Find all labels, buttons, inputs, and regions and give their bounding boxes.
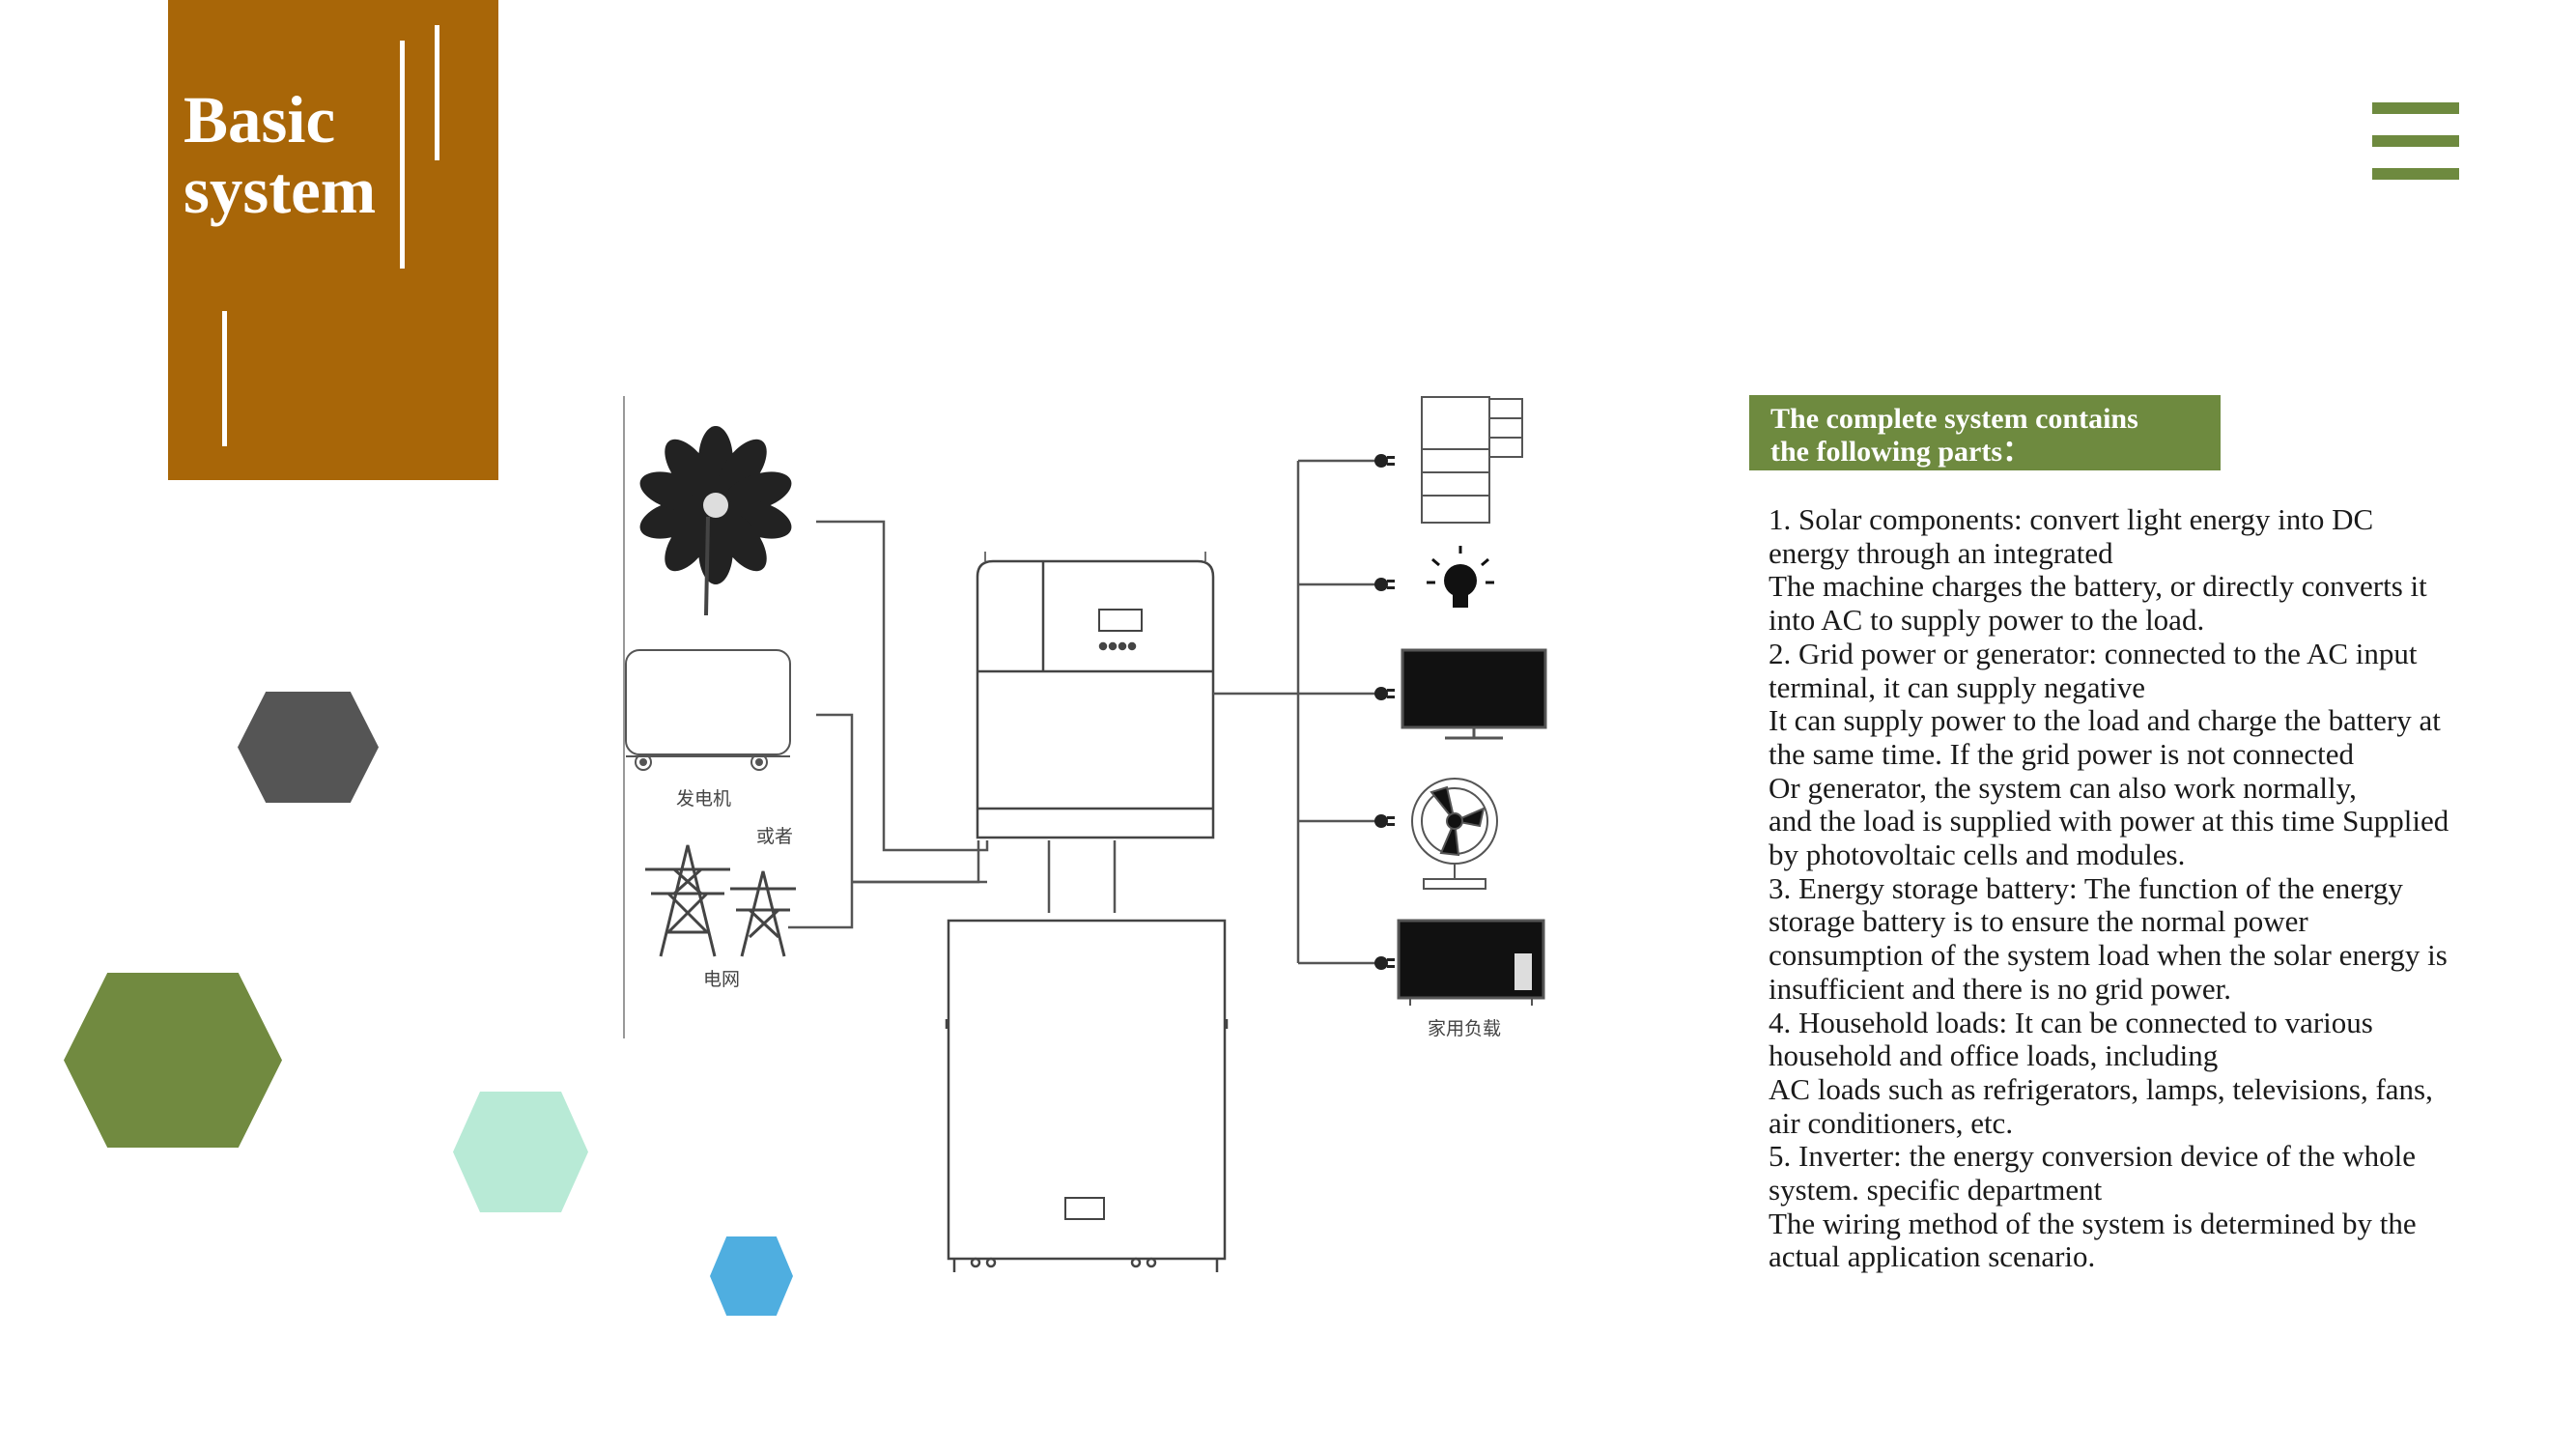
microwave-icon xyxy=(1397,919,1545,1006)
decor-line xyxy=(435,25,439,160)
refrigerator-icon xyxy=(1421,396,1523,524)
inverter-icon xyxy=(976,552,1215,839)
description-line: storage battery is to ensure the normal … xyxy=(1769,904,2308,939)
title-block xyxy=(168,0,498,480)
household-load-label: 家用负载 xyxy=(1428,1018,1501,1039)
light-bulb-icon xyxy=(1427,546,1494,608)
decor-line xyxy=(222,311,227,446)
description-line: The machine charges the battery, or dire… xyxy=(1769,569,2427,604)
description-line: and the load is supplied with power at t… xyxy=(1769,804,2449,838)
description-line: Or generator, the system can also work n… xyxy=(1769,770,2357,805)
slide-title-line2: system xyxy=(184,154,377,227)
hamburger-menu-icon[interactable] xyxy=(2372,102,2459,180)
grid-label: 电网 xyxy=(703,969,740,990)
power-tower-icon xyxy=(645,844,796,957)
description-line: 1. Solar components: convert light energ… xyxy=(1769,502,2374,536)
or-label: 或者 xyxy=(756,826,793,847)
description-line: household and office loads, including xyxy=(1769,1038,2219,1073)
hexagon-blue xyxy=(710,1236,793,1316)
description-line: terminal, it can supply negative xyxy=(1769,669,2145,704)
parts-header-line1: The complete system contains xyxy=(1770,403,2138,435)
description-line: The wiring method of the system is deter… xyxy=(1769,1206,2417,1240)
hexagon-green xyxy=(64,973,282,1148)
parts-description: 1. Solar components: convert light energ… xyxy=(1769,502,2522,1274)
description-line: 3. Energy storage battery: The function … xyxy=(1769,870,2403,905)
fan-icon xyxy=(1411,778,1498,890)
description-line: It can supply power to the load and char… xyxy=(1769,703,2441,738)
television-icon xyxy=(1401,648,1547,740)
hexagon-mint xyxy=(453,1092,588,1212)
description-line: consumption of the system load when the … xyxy=(1769,938,2448,973)
description-line: 5. Inverter: the energy conversion devic… xyxy=(1769,1139,2416,1174)
system-diagram: 发电机 或者 电网 xyxy=(618,391,1584,1290)
description-line: energy through an integrated xyxy=(1769,535,2113,570)
decor-line xyxy=(400,41,405,269)
description-line: 2. Grid power or generator: connected to… xyxy=(1769,636,2418,670)
parts-header: The complete system contains the followi… xyxy=(1749,395,2221,470)
description-line: insufficient and there is no grid power. xyxy=(1769,971,2231,1006)
description-line: 4. Household loads: It can be connected … xyxy=(1769,1005,2373,1039)
description-line: by photovoltaic cells and modules. xyxy=(1769,838,2186,872)
description-line: actual application scenario. xyxy=(1769,1239,2096,1274)
description-line: the same time. If the grid power is not … xyxy=(1769,736,2355,771)
generator-icon xyxy=(625,649,791,771)
solar-flower-icon xyxy=(639,426,792,616)
description-line: AC loads such as refrigerators, lamps, t… xyxy=(1769,1071,2433,1106)
parts-header-line2: the following parts： xyxy=(1770,436,2031,468)
description-line: air conditioners, etc. xyxy=(1769,1105,2014,1140)
generator-label: 发电机 xyxy=(676,788,731,810)
battery-icon xyxy=(945,919,1229,1272)
slide-title: Basic system xyxy=(184,85,406,226)
slide-title-line1: Basic xyxy=(184,83,336,156)
hexagon-gray xyxy=(238,692,379,803)
description-line: system. specific department xyxy=(1769,1173,2103,1208)
description-line: into AC to supply power to the load. xyxy=(1769,603,2205,638)
